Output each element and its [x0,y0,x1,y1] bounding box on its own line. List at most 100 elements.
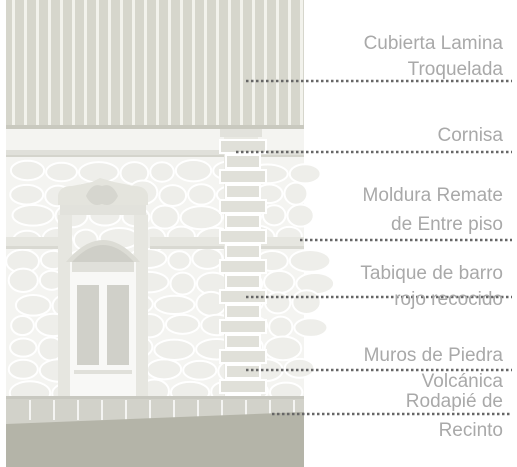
wall-stone [149,161,175,183]
pilaster-brick [225,184,261,199]
wall-stone [182,359,218,381]
wall-stone [150,204,180,230]
roof-rib [156,0,159,125]
wall-stone [283,181,309,206]
pilaster-brick [219,169,267,184]
roof-rib [228,0,231,125]
label-tabique: Tabique de barro rojo recocido [360,263,503,311]
roof-rib [12,0,15,125]
wall-stone [268,315,294,339]
wall-stone [174,158,213,183]
wall-stone [11,203,55,227]
roof-rib [240,0,243,125]
pilaster-brick [225,214,261,229]
roof-rib [120,0,123,125]
pilaster-brick [219,229,267,244]
roof-rib [216,0,219,125]
wall-stone [164,313,201,335]
pilaster-brick [225,334,261,349]
arched-window [58,178,148,415]
wall-stone [153,338,196,361]
roof-rib [132,0,135,125]
wall-stone [263,269,296,295]
roof-rib [24,0,27,125]
label-rodapie-line-2: Recinto [438,420,503,441]
wall-stone [14,293,52,317]
label-cubierta-line-2: Troquelada [407,59,503,80]
wall-stone [261,204,287,227]
roof-rib [144,0,147,125]
roof-rib [276,0,279,125]
wall-stone [7,358,39,380]
wall-stone [293,317,329,338]
label-tabique-line-1: Tabique de barro [360,263,503,284]
stone-wall [5,129,336,409]
label-moldura-line-1: Moldura Remate [362,185,503,206]
label-cubierta: Cubierta Lamina Troquelada [364,33,503,81]
roof-rib [60,0,63,125]
wall-stone [263,335,303,362]
pilaster-brick [219,259,267,274]
label-cornisa-line-1: Cornisa [437,125,503,146]
roof-rib [252,0,255,125]
roof-rib [300,0,303,125]
pilaster-brick [219,319,267,334]
pilaster-brick [219,289,267,304]
roof-rib [168,0,171,125]
label-cubierta-line-1: Cubierta Lamina [363,33,503,54]
pilaster-brick [225,304,261,319]
brick-pilaster [219,129,267,409]
wall-stone [9,159,46,182]
label-moldura-line-2: de Entre piso [391,214,503,235]
roof-rib [180,0,183,125]
label-tabique-line-2: rojo recocido [394,289,503,310]
roof-rib [72,0,75,125]
pilaster-brick [225,274,261,289]
label-muros-line-1: Muros de Piedra [363,345,503,366]
leader-lines [236,79,512,416]
pilaster-brick [219,199,267,214]
wall-stone [158,184,188,207]
label-rodapie: Rodapié de Recinto [406,391,503,442]
roof-rib [264,0,267,125]
pilaster-brick [225,154,261,169]
wall-stone [167,250,192,271]
label-moldura: Moldura Remate de Entre piso [363,185,503,236]
cornice [6,150,304,157]
ground [6,412,304,467]
pilaster-brick [219,349,267,364]
wall-stone [45,161,78,183]
wall-stone [153,294,196,316]
roof-rib [96,0,99,125]
roof-rib [48,0,51,125]
roof-rib [36,0,39,125]
roof-rib [288,0,291,125]
label-muros: Muros de Piedra Volcánica [364,345,503,393]
wall-stone [10,315,35,337]
wall-stone [187,183,216,206]
wall-stone [288,248,332,273]
wall-stone [146,358,183,381]
wall-stone [291,289,322,315]
wall-stone [286,203,315,228]
wall-stone [191,247,224,270]
roof-sheet [6,0,304,129]
roof-rib [192,0,195,125]
wall-stone [179,205,224,231]
roof-rib [204,0,207,125]
roof-rib [84,0,87,125]
label-rodapie-line-1: Rodapié de [405,391,503,412]
wall-stone [9,337,38,358]
wall-stone [288,163,322,185]
pilaster-brick [219,379,267,394]
pilaster-brick [225,364,261,379]
roof-rib [108,0,111,125]
label-cornisa: Cornisa [438,125,503,147]
wall-stone [169,271,196,296]
wall-stone [7,267,39,293]
pilaster-brick [225,244,261,259]
wall-stone [283,357,316,379]
wall-stone [264,291,292,315]
label-muros-line-2: Volcánica [421,371,503,392]
